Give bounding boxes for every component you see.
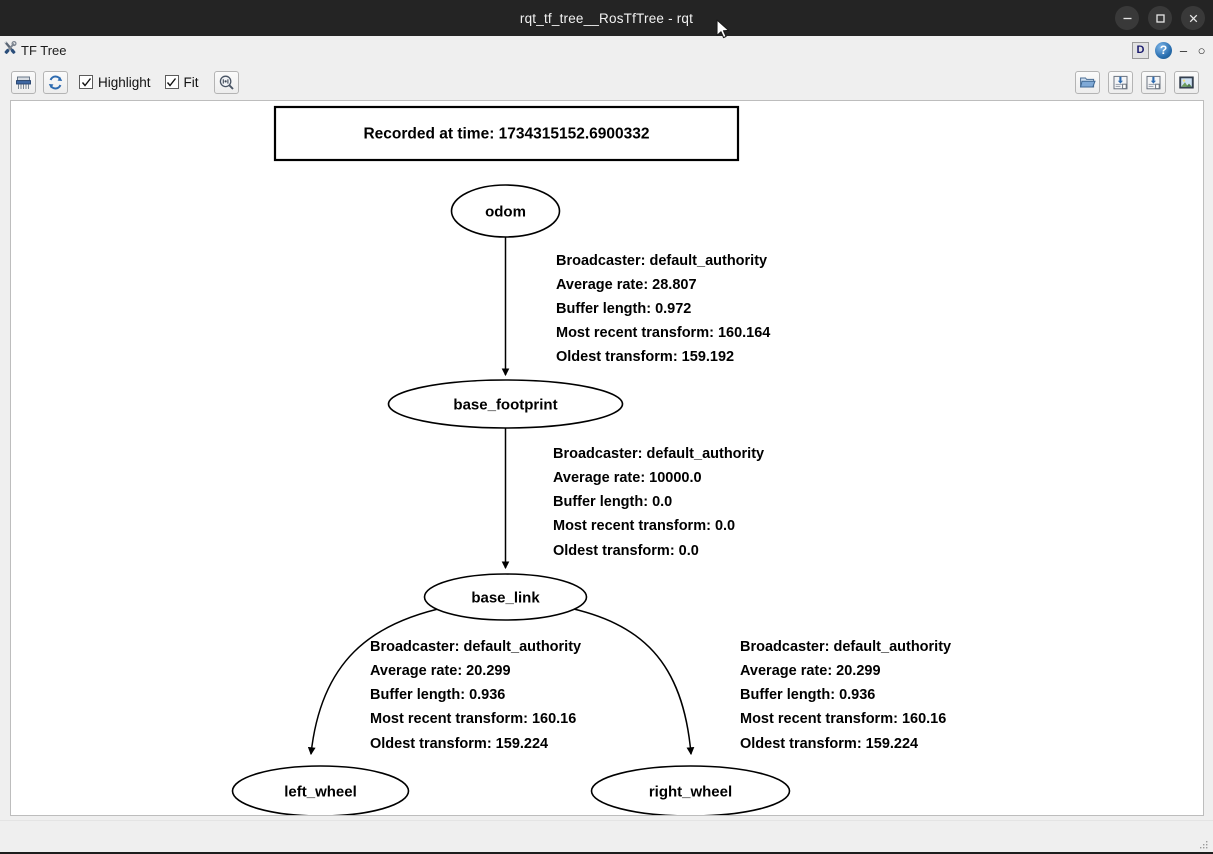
edge-label-line: Average rate: 20.299 xyxy=(740,663,881,679)
fit-in-view-button[interactable] xyxy=(213,70,239,94)
edge-label-base_link-left_wheel: Broadcaster: default_authority Average r… xyxy=(370,639,581,752)
edge-label-line: Broadcaster: default_authority xyxy=(740,639,951,655)
edge-label-base_footprint-base_link: Broadcaster: default_authority Average r… xyxy=(553,446,764,559)
edge-label-line: Broadcaster: default_authority xyxy=(556,253,767,269)
dock-detach-button[interactable]: D xyxy=(1132,41,1149,59)
edge-label-line: Oldest transform: 159.224 xyxy=(740,736,918,752)
node-label: right_wheel xyxy=(649,784,732,801)
dock-title-left: TF Tree xyxy=(0,39,67,62)
node-right_wheel[interactable]: right_wheel xyxy=(590,765,791,815)
window-bottom-edge xyxy=(0,852,1213,854)
zoom-fit-icon xyxy=(218,74,235,91)
refresh-button[interactable] xyxy=(43,70,68,94)
window-title: rqt_tf_tree__RosTfTree - rqt xyxy=(519,10,694,26)
node-label: odom xyxy=(485,204,526,221)
dock-float-button[interactable]: – xyxy=(1179,42,1188,58)
edge-label-line: Buffer length: 0.972 xyxy=(556,301,691,317)
edge-label-line: Average rate: 28.807 xyxy=(556,277,697,293)
edge-label-line: Average rate: 20.299 xyxy=(370,663,511,679)
help-icon[interactable]: ? xyxy=(1155,41,1172,59)
node-base_link[interactable]: base_link xyxy=(423,573,588,621)
toolbar: Highlight Fit xyxy=(0,64,1213,100)
dock-title-label: TF Tree xyxy=(21,42,67,58)
edge-label-line: Most recent transform: 0.0 xyxy=(553,518,735,534)
save-as-image-button[interactable] xyxy=(1174,70,1199,94)
edge-label-line: Oldest transform: 159.224 xyxy=(370,736,548,752)
recorded-time-banner: Recorded at time: 1734315152.6900332 xyxy=(273,105,740,162)
refresh-icon xyxy=(47,74,64,91)
highlight-checkbox-box[interactable] xyxy=(79,75,93,89)
fit-checkbox-box[interactable] xyxy=(164,75,179,89)
edge-label-line: Broadcaster: default_authority xyxy=(553,446,764,462)
resize-grip[interactable] xyxy=(1197,838,1210,851)
save-image-icon xyxy=(1178,74,1195,91)
edge-label-line: Broadcaster: default_authority xyxy=(370,639,581,655)
edge-base_link-right_wheel xyxy=(564,606,695,756)
edge-label-odom-base_footprint: Broadcaster: default_authority Average r… xyxy=(556,253,770,365)
close-icon[interactable] xyxy=(1181,6,1205,30)
shredder-icon xyxy=(15,74,32,91)
save-as-svg-button[interactable] xyxy=(1141,70,1166,94)
save-svg-icon xyxy=(1145,74,1162,91)
fit-checkbox-label: Fit xyxy=(183,74,199,90)
edge-label-line: Oldest transform: 159.192 xyxy=(556,349,734,365)
tools-icon xyxy=(1,39,19,62)
edge-label-line: Buffer length: 0.936 xyxy=(740,687,875,703)
edge-label-line: Average rate: 10000.0 xyxy=(553,470,702,486)
node-base_footprint[interactable]: base_footprint xyxy=(387,379,624,429)
dock-titlebar[interactable]: TF Tree D ? – ○ xyxy=(0,36,1213,64)
edge-label-line: Most recent transform: 160.164 xyxy=(556,325,770,341)
edge-label-line: Buffer length: 0.936 xyxy=(370,687,505,703)
edge-label-base_link-right_wheel: Broadcaster: default_authority Average r… xyxy=(740,639,951,752)
highlight-checkbox[interactable]: Highlight xyxy=(79,75,151,90)
minimize-icon[interactable] xyxy=(1115,6,1139,30)
edge-label-line: Oldest transform: 0.0 xyxy=(553,543,699,559)
node-label: base_footprint xyxy=(453,397,557,414)
window-controls xyxy=(1115,0,1205,36)
edge-label-line: Most recent transform: 160.16 xyxy=(740,711,946,727)
dock-title-buttons: D ? – ○ xyxy=(1132,36,1208,64)
edge-base_link-left_wheel xyxy=(307,606,448,756)
clear-graph-button[interactable] xyxy=(11,70,36,94)
folder-open-icon xyxy=(1079,74,1096,91)
save-dot-icon xyxy=(1112,74,1129,91)
edge-label-line: Buffer length: 0.0 xyxy=(553,494,672,510)
dock-close-button[interactable]: ○ xyxy=(1197,42,1206,58)
status-bar xyxy=(0,820,1213,854)
edge-label-line: Most recent transform: 160.16 xyxy=(370,711,576,727)
window-titlebar[interactable]: rqt_tf_tree__RosTfTree - rqt xyxy=(0,0,1213,36)
node-label: base_link xyxy=(471,590,540,607)
tf-tree-graph-canvas[interactable]: Recorded at time: 1734315152.6900332 Bro… xyxy=(10,100,1204,816)
save-as-dot-button[interactable] xyxy=(1108,70,1133,94)
load-dot-button[interactable] xyxy=(1075,70,1100,94)
highlight-checkbox-label: Highlight xyxy=(98,74,151,90)
maximize-icon[interactable] xyxy=(1148,6,1172,30)
fit-checkbox[interactable]: Fit xyxy=(164,74,199,90)
node-odom[interactable]: odom xyxy=(450,184,561,238)
toolbar-right-group xyxy=(1075,64,1199,100)
toolbar-left-group: Highlight Fit xyxy=(0,70,239,94)
node-left_wheel[interactable]: left_wheel xyxy=(231,765,410,815)
recorded-time-label: Recorded at time: 1734315152.6900332 xyxy=(363,126,649,143)
tf-tree-graph[interactable]: Recorded at time: 1734315152.6900332 Bro… xyxy=(11,101,1203,815)
node-label: left_wheel xyxy=(284,784,357,801)
